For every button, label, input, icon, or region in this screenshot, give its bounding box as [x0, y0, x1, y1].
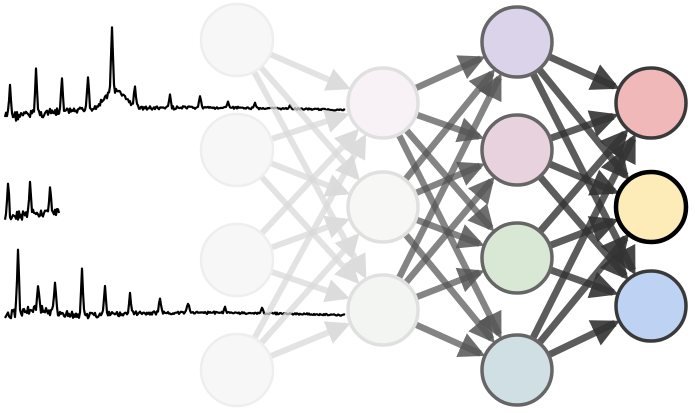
hidden-2-node-1: [480, 5, 554, 79]
network-nodes: [199, 2, 689, 408]
spectrum-line-2: [3, 180, 61, 221]
edge-l2-0-to-0: [548, 53, 620, 90]
edge-l0-1-to-0: [270, 109, 350, 142]
output-node-1: [614, 66, 688, 140]
input-node-3: [199, 222, 275, 298]
edge-l1-2-to-1: [403, 176, 495, 285]
edge-l1-2-to-0: [396, 73, 503, 280]
edge-l1-2-to-2: [415, 267, 485, 301]
hidden-1-node-2: [346, 170, 420, 244]
input-node-1: [199, 2, 275, 78]
edge-l2-1-to-0: [549, 110, 619, 142]
network-edges: [251, 51, 637, 360]
edge-l0-3-to-2: [269, 321, 351, 360]
input-node-2: [199, 112, 275, 188]
edge-l0-0-to-0: [268, 51, 351, 91]
edge-l0-2-to-0: [259, 128, 360, 236]
spectrum-line-1: [3, 26, 346, 122]
edge-l2-3-to-1: [537, 233, 630, 345]
edge-l1-1-to-0: [403, 69, 496, 182]
edge-l2-3-to-2: [547, 320, 620, 358]
output-node-3: [614, 269, 688, 343]
hidden-2-node-3: [480, 221, 554, 295]
hidden-2-node-2: [480, 113, 554, 187]
hidden-1-node-3: [346, 273, 420, 347]
edge-l2-3-to-0: [529, 133, 637, 340]
edge-l0-3-to-0: [251, 133, 367, 340]
edge-l1-2-to-3: [414, 321, 486, 358]
input-node-4: [199, 332, 275, 408]
edge-l0-1-to-1: [269, 160, 351, 197]
output-node-2: [613, 169, 689, 245]
edge-l0-0-to-1: [258, 65, 360, 181]
edge-l1-0-to-0: [414, 55, 486, 92]
edge-l0-2-to-2: [270, 268, 350, 303]
edge-l2-2-to-2: [549, 266, 619, 299]
hidden-1-node-1: [346, 66, 420, 140]
hidden-2-node-4: [480, 333, 554, 407]
edge-l0-3-to-1: [258, 233, 360, 346]
edge-l0-1-to-2: [259, 174, 360, 285]
